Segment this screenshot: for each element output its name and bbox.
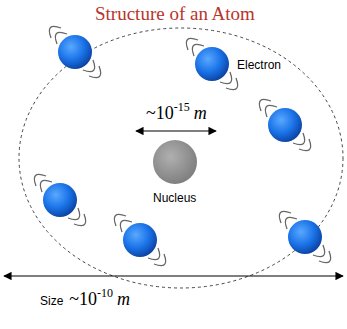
tilde-number: ~10 — [69, 289, 97, 309]
electrons — [34, 26, 330, 265]
motion-arc — [259, 99, 271, 111]
motion-arc — [89, 66, 101, 78]
electron-sphere — [195, 47, 229, 81]
motion-arc — [154, 254, 166, 266]
motion-arc — [49, 26, 61, 38]
motion-arc — [114, 214, 126, 226]
nucleus-sphere — [153, 140, 197, 184]
unit: m — [194, 103, 207, 123]
exponent: -10 — [97, 286, 113, 300]
motion-arc — [299, 139, 311, 151]
electron-sphere — [288, 220, 322, 254]
motion-arc — [34, 174, 46, 186]
nucleus-size: ~10-15 m — [146, 100, 207, 124]
motion-arc — [186, 38, 198, 50]
electron-sphere — [123, 223, 157, 257]
motion-arc — [226, 78, 238, 90]
atom-size: Size ~10-10 m — [40, 286, 130, 310]
nucleus-size-arrow — [136, 130, 216, 131]
electron-sphere — [43, 183, 77, 217]
atom-boundary — [19, 28, 343, 288]
unit: m — [117, 289, 130, 309]
exponent: -15 — [174, 100, 190, 114]
electron-sphere — [268, 108, 302, 142]
electron-sphere — [58, 35, 92, 69]
diagram-title: Structure of an Atom — [95, 3, 255, 25]
motion-arc — [279, 211, 291, 223]
size-word: Size — [40, 294, 63, 308]
tilde-number: ~10 — [146, 103, 174, 123]
nucleus-label: Nucleus — [153, 191, 196, 205]
electron-label: Electron — [237, 58, 281, 72]
atom-size-arrow — [4, 275, 343, 276]
motion-arc — [319, 251, 331, 263]
motion-arc — [74, 214, 86, 226]
